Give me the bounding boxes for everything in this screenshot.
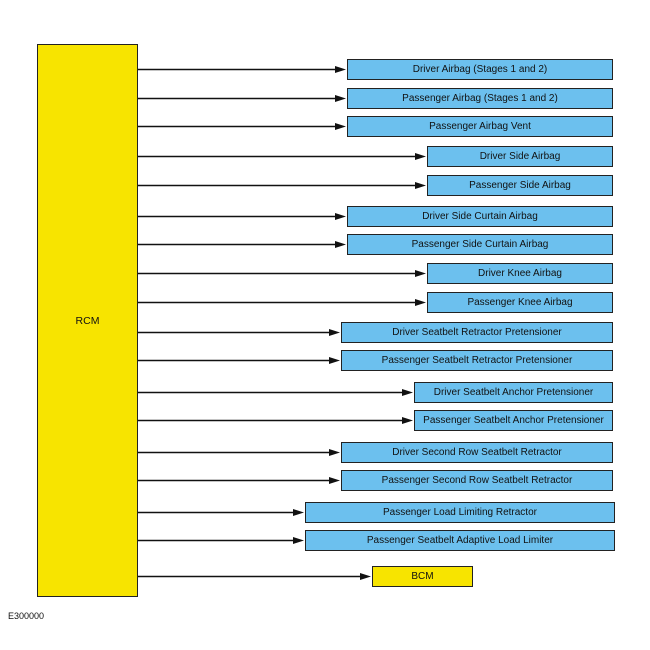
arrow-head-passenger-side-curtain-airbag — [335, 241, 346, 248]
output-box-driver-airbag-stages-1-and-2: Driver Airbag (Stages 1 and 2) — [347, 59, 613, 80]
output-label: Passenger Airbag Vent — [429, 121, 531, 132]
arrow-head-passenger-second-row-seatbelt-retractor — [329, 477, 340, 484]
output-box-bcm: BCM — [372, 566, 473, 587]
output-box-passenger-side-curtain-airbag: Passenger Side Curtain Airbag — [347, 234, 613, 255]
output-box-passenger-airbag-stages-1-and-2: Passenger Airbag (Stages 1 and 2) — [347, 88, 613, 109]
output-label: BCM — [411, 571, 434, 582]
arrow-head-passenger-airbag-stages-1-and-2 — [335, 95, 346, 102]
output-box-passenger-load-limiting-retractor: Passenger Load Limiting Retractor — [305, 502, 615, 523]
output-label: Driver Second Row Seatbelt Retractor — [392, 447, 562, 458]
arrow-head-driver-knee-airbag — [415, 270, 426, 277]
output-label: Passenger Seatbelt Adaptive Load Limiter — [366, 535, 554, 546]
figure-id: E300000 — [8, 611, 45, 621]
arrow-head-passenger-airbag-vent — [335, 123, 346, 130]
output-label: Passenger Side Airbag — [469, 180, 571, 191]
arrow-head-passenger-seatbelt-retractor-pretensioner — [329, 357, 340, 364]
output-box-driver-side-airbag: Driver Side Airbag — [427, 146, 613, 167]
rcm-label: RCM — [75, 314, 100, 327]
output-box-passenger-second-row-seatbelt-retractor: Passenger Second Row Seatbelt Retractor — [341, 470, 613, 491]
rcm-module-box: RCM — [37, 44, 138, 597]
output-label: Passenger Airbag (Stages 1 and 2) — [402, 93, 558, 104]
output-box-passenger-seatbelt-anchor-pretensioner: Passenger Seatbelt Anchor Pretensioner — [414, 410, 613, 431]
arrow-head-driver-seatbelt-anchor-pretensioner — [402, 389, 413, 396]
arrow-head-passenger-load-limiting-retractor — [293, 509, 304, 516]
arrow-head-driver-side-curtain-airbag — [335, 213, 346, 220]
output-label: Driver Side Curtain Airbag — [422, 211, 538, 222]
output-box-driver-second-row-seatbelt-retractor: Driver Second Row Seatbelt Retractor — [341, 442, 613, 463]
arrow-head-driver-seatbelt-retractor-pretensioner — [329, 329, 340, 336]
arrow-head-passenger-seatbelt-anchor-pretensioner — [402, 417, 413, 424]
output-box-passenger-seatbelt-adaptive-load-limiter: Passenger Seatbelt Adaptive Load Limiter — [305, 530, 615, 551]
output-label: Driver Seatbelt Retractor Pretensioner — [392, 327, 562, 338]
output-label: Driver Airbag (Stages 1 and 2) — [412, 64, 548, 75]
arrow-head-driver-side-airbag — [415, 153, 426, 160]
output-box-passenger-knee-airbag: Passenger Knee Airbag — [427, 292, 613, 313]
output-label: Passenger Load Limiting Retractor — [383, 507, 537, 518]
output-label: Driver Knee Airbag — [478, 268, 562, 279]
arrow-head-passenger-seatbelt-adaptive-load-limiter — [293, 537, 304, 544]
output-label: Passenger Knee Airbag — [467, 297, 573, 308]
output-label: Passenger Second Row Seatbelt Retractor — [381, 475, 573, 486]
output-label: Driver Side Airbag — [479, 151, 561, 162]
output-box-passenger-seatbelt-retractor-pretensioner: Passenger Seatbelt Retractor Pretensione… — [341, 350, 613, 371]
arrow-head-passenger-knee-airbag — [415, 299, 426, 306]
output-box-passenger-side-airbag: Passenger Side Airbag — [427, 175, 613, 196]
output-label: Driver Seatbelt Anchor Pretensioner — [433, 387, 594, 398]
arrow-head-bcm — [360, 573, 371, 580]
arrow-head-driver-second-row-seatbelt-retractor — [329, 449, 340, 456]
output-box-driver-seatbelt-retractor-pretensioner: Driver Seatbelt Retractor Pretensioner — [341, 322, 613, 343]
output-box-driver-side-curtain-airbag: Driver Side Curtain Airbag — [347, 206, 613, 227]
output-label: Passenger Side Curtain Airbag — [411, 239, 549, 250]
output-box-passenger-airbag-vent: Passenger Airbag Vent — [347, 116, 613, 137]
output-box-driver-knee-airbag: Driver Knee Airbag — [427, 263, 613, 284]
output-label: Passenger Seatbelt Retractor Pretensione… — [381, 355, 573, 366]
arrow-head-passenger-side-airbag — [415, 182, 426, 189]
output-box-driver-seatbelt-anchor-pretensioner: Driver Seatbelt Anchor Pretensioner — [414, 382, 613, 403]
output-label: Passenger Seatbelt Anchor Pretensioner — [423, 415, 604, 426]
arrow-head-driver-airbag-stages-1-and-2 — [335, 66, 346, 73]
